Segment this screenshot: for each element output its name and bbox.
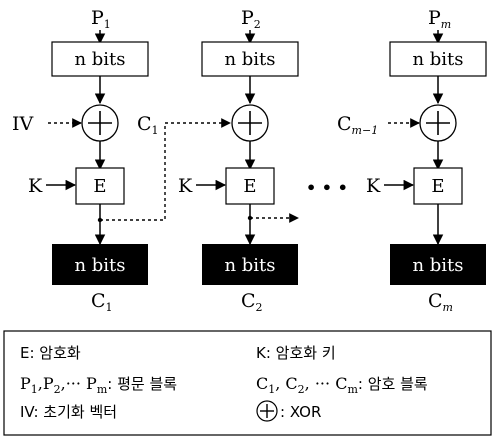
output-block-2-label: n bits [224,255,275,276]
chain-label-cm1: Cm−1 [337,113,378,137]
input-block-1-label: n bits [74,49,125,70]
plaintext-label-2: P2 [241,7,261,31]
iv-label: IV [12,113,34,135]
key-label-2: K [178,175,193,197]
legend-ciphertext-def: C1, C2, ··· Cm: 암호 블록 [256,374,428,396]
xor-node-m [419,104,457,142]
output-block-m-label: n bits [412,255,463,276]
cipher-box-m [413,167,463,205]
plaintext-label-1: P1 [91,7,111,31]
plaintext-label-m: Pm [428,7,451,31]
cipher-box-1-label: E [93,176,106,197]
input-block-2-label: n bits [224,49,275,70]
input-block-m-label: n bits [412,49,463,70]
cipher-box-m-label: E [431,176,444,197]
key-label-m: K [366,175,381,197]
column-2: P2 n bits E n bits C2 K [178,7,299,314]
output-block-2 [202,244,298,285]
legend-k-def: K: 암호화 키 [256,344,336,362]
legend-frame [3,330,492,436]
ellipsis: • • • [306,178,348,197]
input-block-m [389,41,487,77]
legend-xor-def: : XOR [280,403,321,421]
ciphertext-label-1: C1 [91,290,113,314]
output-block-1-label: n bits [74,255,125,276]
chain-path-c1 [100,118,231,221]
legend-iv-def: IV: 초기화 벡터 [20,403,117,421]
xor-legend-icon [256,400,278,422]
legend: E: 암호화 K: 암호화 키 P1,P2,··· Pm: 평문 블록 C1, … [3,330,492,436]
output-block-1 [52,244,148,285]
key-label-1: K [28,175,43,197]
output-block-m [390,244,486,285]
legend-e-def: E: 암호화 [20,344,81,362]
input-block-2 [201,41,299,77]
chain-label-c1: C1 [137,113,159,137]
cipher-box-2-label: E [243,176,256,197]
column-m: Pm n bits E n bits Cm Cm−1 K [337,7,487,314]
xor-node-2 [231,104,269,142]
ciphertext-label-m: Cm [428,290,453,314]
ciphertext-label-2: C2 [241,290,263,314]
column-1: P1 n bits E n bits C1 IV K [12,7,149,314]
cipher-box-2 [225,167,275,205]
xor-node-1 [81,104,119,142]
